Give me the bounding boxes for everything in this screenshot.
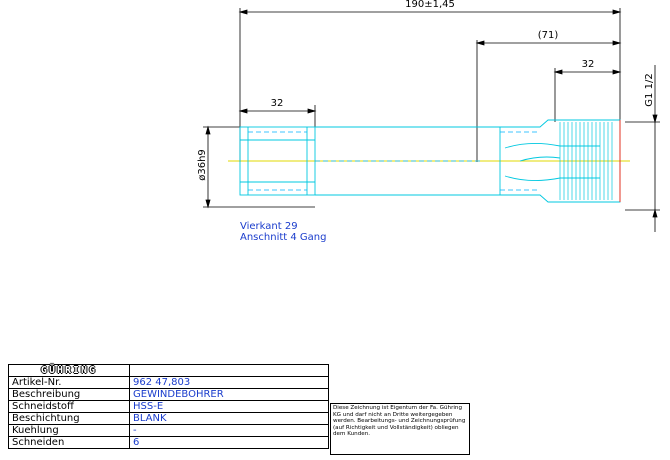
row-label-description: Beschreibung [8,388,130,401]
reference-length-label: (71) [538,30,559,41]
row-value-cooling: - [129,424,329,437]
row-value-description: GEWINDEBOHRER [129,388,329,401]
row-label-cooling: Kuehlung [8,424,130,437]
row-value-cutting-edges: 6 [129,436,329,449]
row-label-cutting-edges: Schneiden [8,436,130,449]
dimension-lines [203,8,660,232]
row-label-material: Schneidstoff [8,400,130,413]
overall-length-label: 190±1,45 [405,0,455,10]
row-value-coating: BLANK [129,412,329,425]
diameter-label: ø36h9 [197,149,208,181]
row-value-article: 962 47,803 [129,376,329,389]
thread-teeth [559,122,613,200]
flute-grooves [504,143,600,181]
row-label-article: Artikel-Nr. [8,376,130,389]
thread-length-label: 32 [582,59,595,70]
tool-body [239,119,621,203]
note-square-size: Vierkant 29 [240,221,298,232]
logo-spacer [129,364,329,377]
row-label-coating: Beschichtung [8,412,130,425]
disclaimer-note: Diese Zeichnung ist Eigentum der Fa. Güh… [330,403,470,455]
title-block: GÜHRING Artikel-Nr. 962 47,803 Beschreib… [8,364,329,449]
thread-size-label: G1 1/2 [644,73,655,106]
company-logo: GÜHRING [8,364,130,377]
hidden-lines [248,131,540,191]
shank-length-label: 32 [271,98,284,109]
note-chamfer: Anschnitt 4 Gang [240,232,326,243]
row-value-material: HSS-E [129,400,329,413]
